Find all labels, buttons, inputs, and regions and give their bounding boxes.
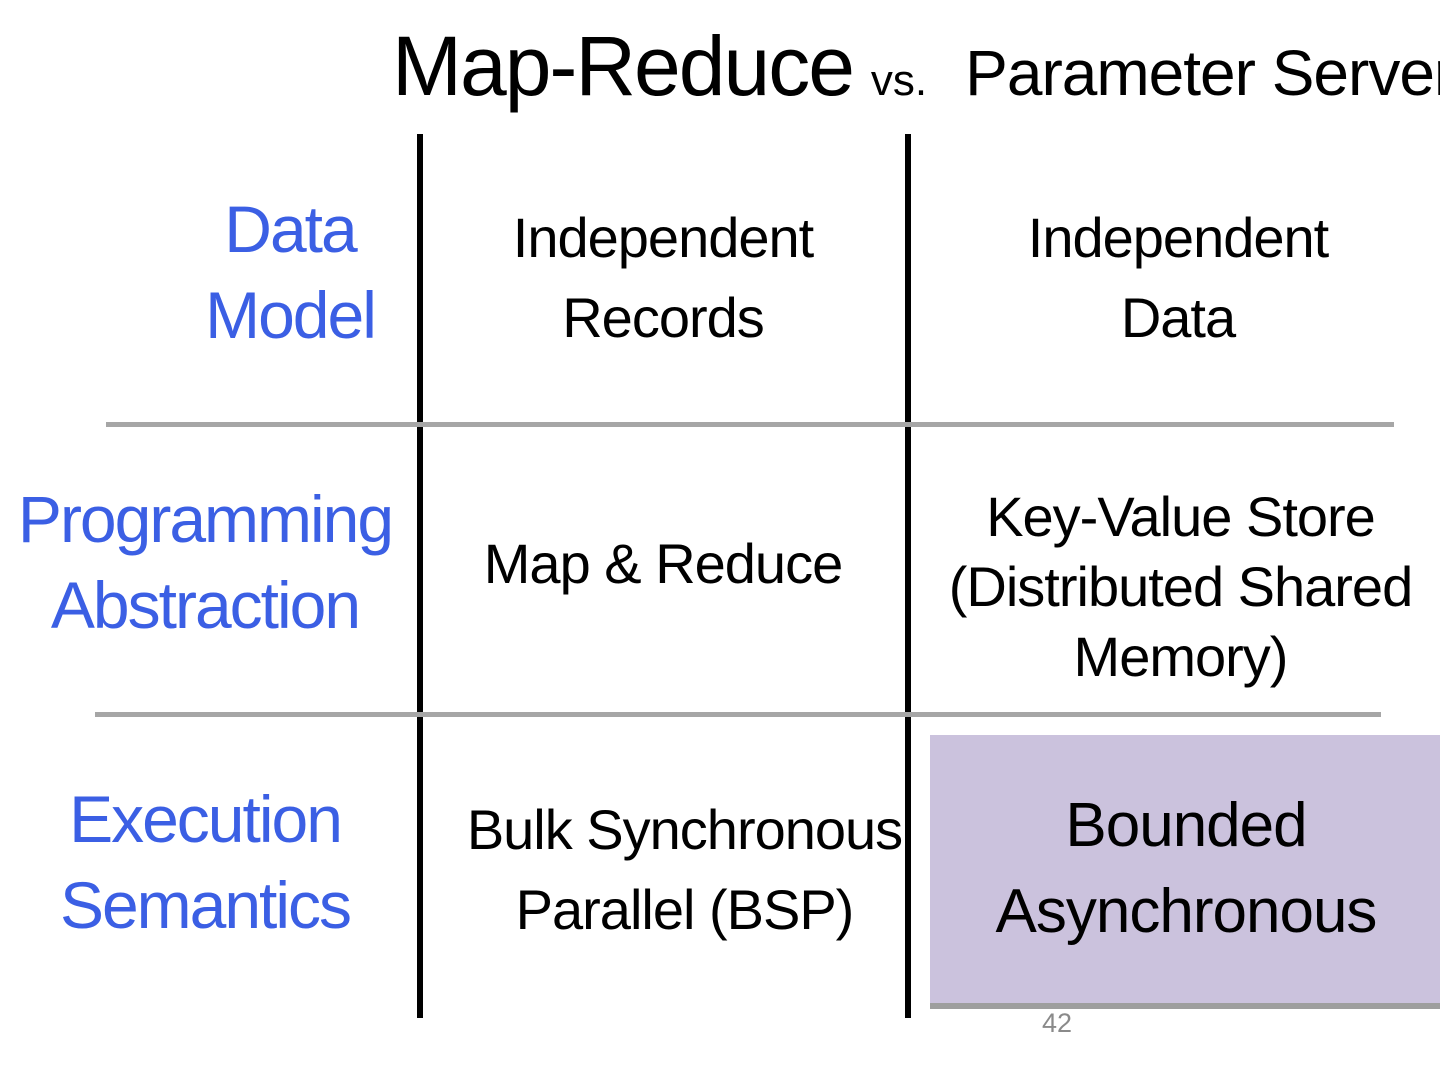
cell-line: Memory) (1073, 625, 1289, 688)
cell-line: Records (562, 286, 765, 349)
row-label-programming-abstraction: Programming Abstraction (0, 476, 410, 648)
row-label-data-model: Data Model (90, 186, 490, 358)
cell-paramserver-programming: Key-Value Store (Distributed Shared Memo… (908, 482, 1440, 692)
cell-line: Parallel (BSP) (515, 878, 855, 941)
cell-mapreduce-data-model: Independent Records (420, 198, 906, 358)
row-label-line: Programming (17, 482, 394, 556)
cell-line: Key-Value Store (986, 485, 1376, 548)
row-label-line: Data (224, 192, 357, 266)
cell-line: Data (1120, 286, 1236, 349)
row-label-execution-semantics: Execution Semantics (0, 776, 410, 948)
slide-title: Map-Reduce vs. Parameter Server (392, 18, 1440, 115)
cell-mapreduce-execution: Bulk Synchronous Parallel (BSP) (412, 790, 957, 950)
row-label-line: Execution (69, 782, 343, 856)
cell-paramserver-execution: Bounded Asynchronous (930, 783, 1440, 955)
cell-line: Map & Reduce (483, 532, 843, 595)
row-divider-bottom (95, 712, 1381, 717)
cell-line: Bounded (1065, 791, 1307, 860)
cell-line: Independent (1027, 206, 1329, 269)
title-vs: vs. (870, 56, 928, 105)
cell-line: Bulk Synchronous (466, 798, 903, 861)
cell-paramserver-data-model: Independent Data (908, 198, 1440, 358)
page-number: 42 (1041, 1008, 1073, 1038)
title-left-term: Map-Reduce (392, 19, 855, 113)
cell-mapreduce-programming: Map & Reduce (420, 524, 906, 604)
cell-line: Asynchronous (995, 877, 1378, 946)
row-label-line: Semantics (59, 868, 352, 942)
column-divider-left (417, 134, 423, 1018)
cell-line: (Distributed Shared (948, 555, 1413, 618)
column-divider-right (905, 134, 911, 1018)
highlight-box-bounded-asynchronous: Bounded Asynchronous (930, 735, 1440, 1003)
row-label-line: Abstraction (50, 568, 361, 642)
title-right-term: Parameter Server (965, 37, 1440, 109)
row-label-line: Model (205, 278, 377, 352)
cell-line: Independent (512, 206, 814, 269)
row-divider-top (106, 422, 1394, 427)
